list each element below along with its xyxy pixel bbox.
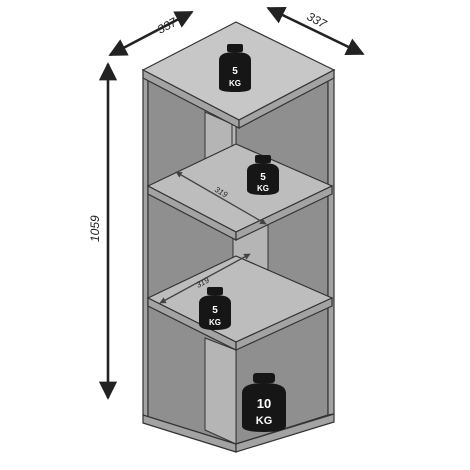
weight-upper-unit: KG [257,184,269,193]
weight-bottom-unit: KG [256,415,273,427]
height-dimension: 1059 [88,62,118,400]
base-front-right [235,413,335,453]
weight-top-body [219,52,251,92]
top-panel-front-right [238,69,335,129]
shelf-lower-front-right [235,297,333,351]
weight-top-handle [227,44,243,52]
weight-upper-handle [255,155,271,163]
width-right-arrow [266,6,365,56]
inner-upper-arrow [175,171,267,225]
weight-lower-shelf: 5 KG [199,287,231,330]
weight-lower-body [199,295,231,330]
weight-bottom-handle [253,373,275,383]
weight-lower-unit: KG [209,318,221,327]
width-left-dimension: 337 [108,10,194,57]
weight-top: 5 KG [219,44,251,92]
width-left-label: 337 [155,14,180,36]
weight-top-unit: KG [229,79,241,88]
weight-bottom: 10 KG [242,373,286,432]
right-side-edge [327,68,335,416]
weight-upper-value: 5 [260,172,266,183]
weight-bottom-value: 10 [257,396,271,411]
inner-lower-arrow [159,253,251,304]
width-left-arrow [108,10,194,57]
lower-divider [204,337,237,445]
weight-upper-body [247,163,279,195]
weight-upper-shelf: 5 KG [247,155,279,195]
weight-lower-handle [207,287,223,295]
inner-dimension-upper: 319 [175,171,267,225]
weight-top-value: 5 [232,66,238,77]
left-side-edge [142,68,149,420]
shelf-upper-front-right [235,185,333,241]
weight-bottom-body [242,383,286,432]
weight-lower-value: 5 [212,305,218,316]
height-label: 1059 [88,215,102,242]
